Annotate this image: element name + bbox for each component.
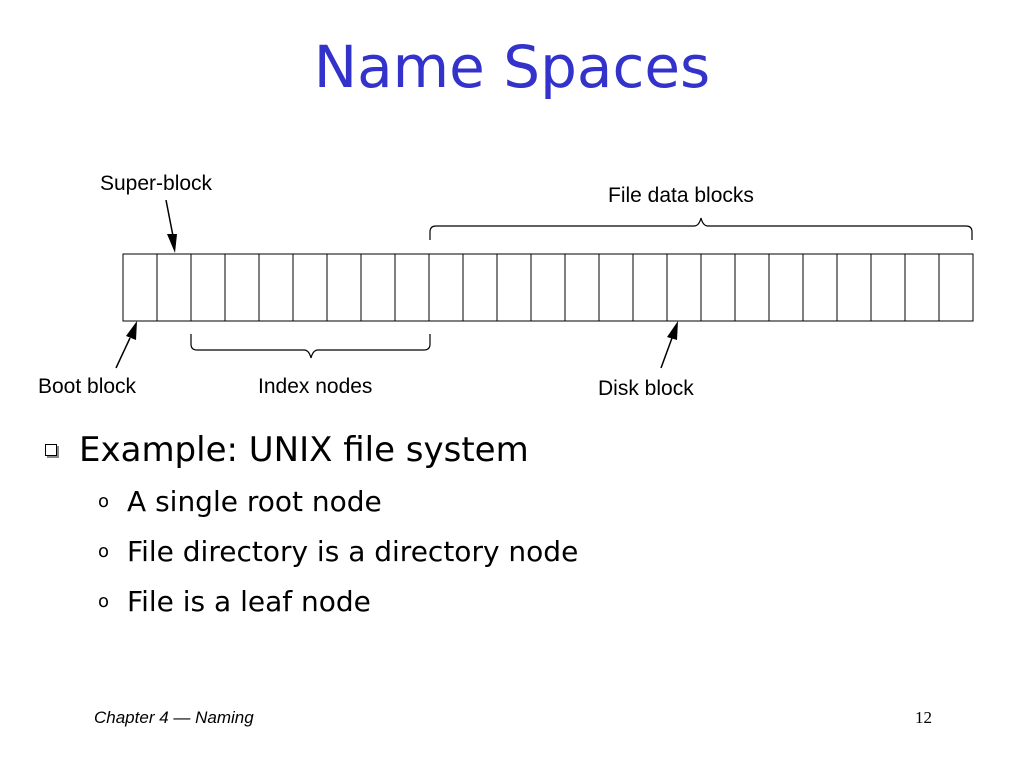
- super-block-arrowhead: [167, 234, 177, 253]
- block-strip: [122, 253, 974, 322]
- sub-bullet: o File directory is a directory node: [98, 526, 1005, 576]
- disk-layout-diagram: Super-block File data blocks Index nodes…: [38, 172, 974, 400]
- square-bullet-icon: [45, 444, 57, 456]
- disk-block-cell: [190, 253, 226, 322]
- sub-bullet: o A single root node: [98, 476, 1005, 526]
- disk-block-cell: [802, 253, 838, 322]
- bullet-list: Example: UNIX file system o A single roo…: [45, 424, 1005, 626]
- boot-block-arrow-line: [115, 337, 131, 369]
- disk-block-cell: [122, 253, 158, 322]
- disk-block-cell: [462, 253, 498, 322]
- disk-block-cell: [326, 253, 362, 322]
- disk-block-cell: [530, 253, 566, 322]
- disk-block-cell: [394, 253, 430, 322]
- label-boot-block: Boot block: [38, 375, 137, 398]
- index-nodes-brace: [190, 334, 431, 359]
- main-bullet: Example: UNIX file system: [45, 424, 1005, 476]
- disk-block-cell: [258, 253, 294, 322]
- disk-block-cell: [496, 253, 532, 322]
- disk-block-cell: [598, 253, 634, 322]
- disk-block-cell: [632, 253, 668, 322]
- footer-dash: —: [173, 708, 191, 727]
- disk-block-cell: [360, 253, 396, 322]
- circle-bullet-icon: o: [98, 490, 110, 512]
- label-super-block: Super-block: [100, 172, 213, 195]
- super-block-arrow-line: [165, 199, 174, 237]
- footer-chapter: Chapter 4 — Naming: [94, 708, 254, 728]
- footer-chapter-label: Chapter 4: [94, 708, 169, 727]
- disk-block-cell: [870, 253, 906, 322]
- main-bullet-text: Example: UNIX file system: [79, 430, 529, 470]
- disk-block-cell: [904, 253, 940, 322]
- slide-title: Name Spaces: [313, 33, 711, 101]
- boot-block-arrowhead: [126, 321, 137, 340]
- disk-block-cell: [292, 253, 328, 322]
- disk-block-arrow-line: [660, 337, 673, 369]
- disk-block-cell: [564, 253, 600, 322]
- footer-topic: Naming: [195, 708, 254, 727]
- disk-block-cell: [938, 253, 974, 322]
- label-file-data-blocks: File data blocks: [608, 184, 754, 207]
- sub-bullet: o File is a leaf node: [98, 576, 1005, 626]
- sub-bullet-text: File is a leaf node: [127, 584, 371, 618]
- circle-bullet-icon: o: [98, 590, 110, 612]
- disk-block-cell: [428, 253, 464, 322]
- disk-block-arrowhead: [667, 321, 678, 340]
- disk-block-cell: [768, 253, 804, 322]
- sub-bullet-text: A single root node: [127, 484, 382, 518]
- disk-block-cell: [836, 253, 872, 322]
- disk-block-cell: [666, 253, 702, 322]
- circle-bullet-icon: o: [98, 540, 110, 562]
- disk-block-cell: [734, 253, 770, 322]
- label-disk-block: Disk block: [598, 377, 694, 400]
- label-index-nodes: Index nodes: [258, 375, 372, 398]
- disk-block-cell: [156, 253, 192, 322]
- disk-block-cell: [224, 253, 260, 322]
- disk-block-cell: [700, 253, 736, 322]
- file-data-brace: [429, 217, 973, 240]
- footer-page-number: 12: [915, 708, 932, 727]
- sub-bullet-text: File directory is a directory node: [127, 534, 579, 568]
